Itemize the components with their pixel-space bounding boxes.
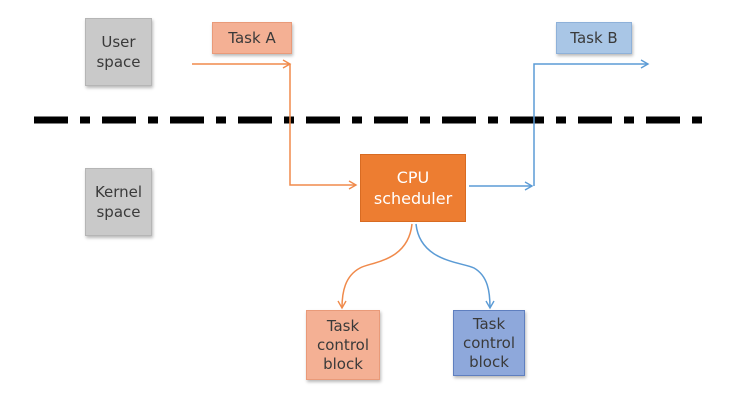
scheduler-to-tcb-orange-arrow: [337, 223, 413, 310]
task-a-label: Task A: [228, 29, 276, 47]
tcb-orange-line-1: Task: [326, 316, 360, 335]
kernel-space-label: Kernel space: [85, 168, 152, 236]
task-b-label: Task B: [570, 29, 618, 47]
task-control-block-orange: Task control block: [306, 310, 380, 380]
kernel-space-line-2: space: [96, 203, 141, 221]
tcb-blue-line-1: Task: [472, 314, 506, 333]
cpu-scheduler-box: CPU scheduler: [360, 154, 466, 222]
tcb-orange-line-2: control: [317, 335, 369, 354]
scheduler-to-tcb-blue-arrow: [415, 223, 495, 310]
kernel-to-task-b-arrow: [533, 59, 650, 186]
task-a-box: Task A: [212, 22, 292, 54]
task-b-box: Task B: [556, 22, 632, 54]
cpu-scheduler-line-2: scheduler: [373, 189, 453, 208]
tcb-blue-line-3: block: [469, 352, 509, 371]
task-a-to-scheduler-arrow: [289, 64, 358, 190]
tcb-orange-line-3: block: [323, 354, 363, 373]
task-control-block-blue: Task control block: [453, 310, 525, 376]
user-space-line-1: User: [101, 33, 136, 51]
kernel-space-line-1: Kernel: [94, 183, 143, 201]
user-space-line-2: space: [96, 53, 141, 71]
user-space-label: User space: [85, 18, 152, 86]
tcb-blue-line-2: control: [463, 333, 515, 352]
cpu-scheduler-line-1: CPU: [396, 168, 430, 187]
